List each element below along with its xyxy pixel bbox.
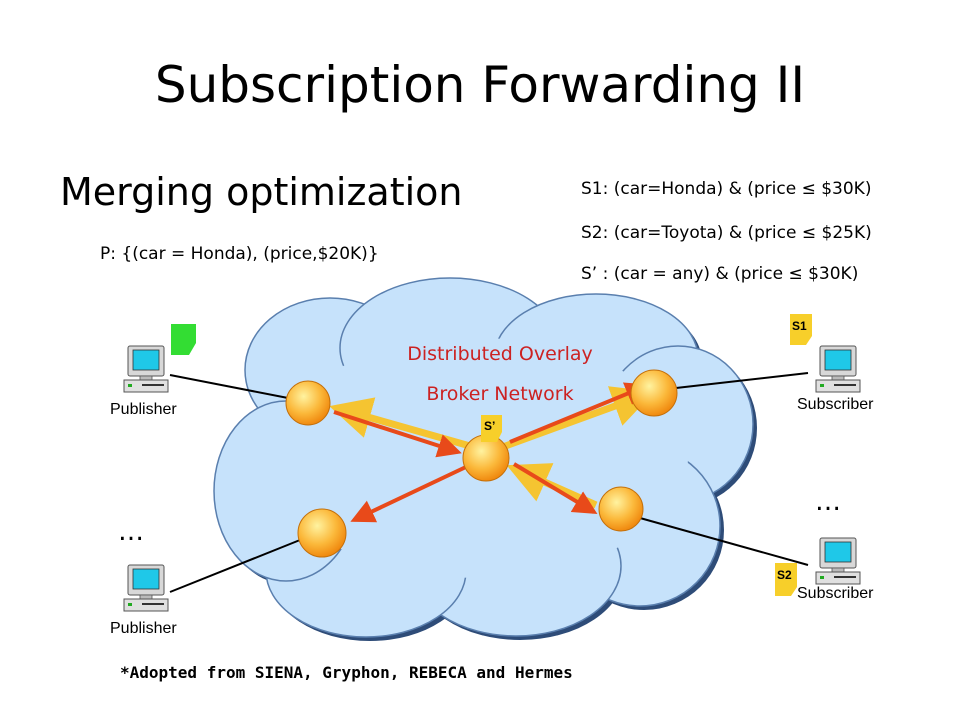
subscriber-top-label: Subscriber xyxy=(797,396,874,413)
subscriber-bottom-label: Subscriber xyxy=(797,585,874,602)
note-s-prime: S’ xyxy=(481,415,502,442)
broker-top-left xyxy=(285,380,331,426)
computer-icon xyxy=(123,345,169,393)
subscription-s1-expression: S1: (car=Honda) & (price ≤ $30K) xyxy=(581,179,872,199)
computer-icon xyxy=(123,564,169,612)
brokers xyxy=(285,369,678,558)
publication-expression: P: {(car = Honda), (price,$20K)} xyxy=(100,244,379,264)
note-publication xyxy=(171,324,196,355)
cloud-label-line1: Distributed Overlay xyxy=(407,343,593,365)
note-s1-label: S1 xyxy=(792,319,807,333)
computer-icon xyxy=(815,345,861,393)
publisher-top: Publisher xyxy=(110,345,177,418)
slide-subtitle: Merging optimization xyxy=(60,170,463,214)
publisher-top-label: Publisher xyxy=(110,401,177,418)
publication-arrows xyxy=(333,382,650,523)
note-s2-label: S2 xyxy=(777,568,792,582)
slide-title: Subscription Forwarding II xyxy=(154,56,806,114)
cloud-label-line2: Broker Network xyxy=(426,383,573,405)
note-s2: S2 xyxy=(775,563,797,596)
publisher-bottom-label: Publisher xyxy=(110,620,177,637)
broker-bottom-right xyxy=(598,486,644,532)
broker-bottom-left xyxy=(297,508,347,558)
subscriber-bottom: Subscriber xyxy=(797,537,874,602)
subscriber-ellipsis: … xyxy=(815,487,841,517)
subscription-merged-expression: S’ : (car = any) & (price ≤ $30K) xyxy=(581,264,859,284)
footnote: *Adopted from SIENA, Gryphon, REBECA and… xyxy=(120,663,573,682)
subscription-s2-expression: S2: (car=Toyota) & (price ≤ $25K) xyxy=(581,223,872,243)
note-s-prime-label: S’ xyxy=(484,419,495,433)
note-s1: S1 xyxy=(790,314,812,345)
broker-top-right xyxy=(630,369,678,417)
publisher-bottom: Publisher xyxy=(110,564,177,637)
client-links xyxy=(169,372,809,593)
publisher-ellipsis: … xyxy=(118,517,144,547)
computer-icon xyxy=(815,537,861,585)
subscriber-top: Subscriber xyxy=(797,345,874,413)
